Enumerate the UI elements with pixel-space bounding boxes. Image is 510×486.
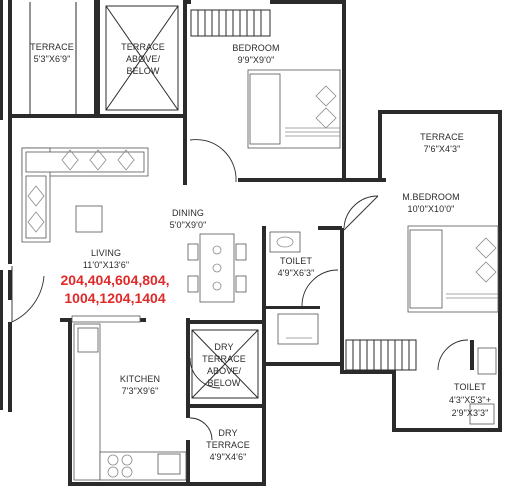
terrace-above-line2: ABOVE/ <box>126 54 161 64</box>
terrace-right-name: TERRACE <box>420 132 464 142</box>
dining-size: 5'0"X9'0" <box>170 220 207 230</box>
bedroom-name: BEDROOM <box>232 43 279 53</box>
dry-terrace-above-line3: ABOVE/ <box>207 366 242 376</box>
terrace-left-name: TERRACE <box>30 42 74 52</box>
dry-terrace-line1: DRY <box>218 428 237 438</box>
dry-terrace-above-line2: TERRACE <box>202 354 246 364</box>
tv-unit <box>71 315 141 323</box>
doors <box>11 139 469 441</box>
toilet-fixtures <box>269 231 497 425</box>
dining-set <box>187 233 247 303</box>
toilet-right-size1: 4'3"X5'3"+ <box>449 395 491 405</box>
sofa <box>21 147 149 243</box>
toilet-right-label: TOILET 4'3"X5'3"+ 2'9"X3'3" <box>449 382 491 418</box>
kitchen-name: KITCHEN <box>120 374 160 384</box>
bedroom-size: 9'9"X9'0" <box>238 55 275 65</box>
toilet-center-size: 4'9"X6'3" <box>278 268 315 278</box>
dining-name: DINING <box>172 208 204 218</box>
kitchen-size: 7'3"X9'6" <box>122 386 159 396</box>
m-bedroom-label: M.BEDROOM 10'0"X10'0" <box>402 192 459 214</box>
terrace-right-size: 7'6"X4'3" <box>424 144 461 154</box>
unit-numbers-line1: 204,404,604,804, <box>61 272 170 288</box>
toilet-center-name: TOILET <box>280 256 312 266</box>
living-label: LIVING 11'0"X13'6" <box>83 248 129 270</box>
terrace-above-line1: TERRACE <box>121 42 165 52</box>
terrace-above-line3: BELOW <box>126 66 159 76</box>
m-bedroom-name: M.BEDROOM <box>402 192 459 202</box>
coffee-table <box>75 205 103 233</box>
living-name: LIVING <box>91 248 121 258</box>
bed <box>247 69 341 149</box>
toilet-center-label: TOILET 4'9"X6'3" <box>278 256 315 278</box>
dining-label: DINING 5'0"X9'0" <box>170 208 207 230</box>
dry-terrace-line3: 4'9"X4'6" <box>210 452 247 462</box>
terrace-right-label: TERRACE 7'6"X4'3" <box>420 132 464 154</box>
m-bedroom-size: 10'0"X10'0" <box>408 204 455 214</box>
unit-numbers: 204,404,604,804, 1004,1204,1404 <box>61 272 170 306</box>
toilet-right-name: TOILET <box>454 382 486 392</box>
dry-terrace-label: DRY TERRACE 4'9"X4'6" <box>206 428 250 462</box>
master-bed <box>407 225 499 313</box>
dry-terrace-line2: TERRACE <box>206 440 250 450</box>
dry-terrace-above-label: DRY TERRACE ABOVE/ BELOW <box>202 342 246 388</box>
living-size: 11'0"X13'6" <box>83 260 129 270</box>
kitchen-counter <box>73 323 187 481</box>
toilet-right-size2: 2'9"X3'3" <box>452 408 489 418</box>
terrace-above-cross <box>105 5 179 111</box>
bedroom-label: BEDROOM 9'9"X9'0" <box>232 43 279 65</box>
terrace-above-label: TERRACE ABOVE/ BELOW <box>121 42 165 76</box>
unit-numbers-line2: 1004,1204,1404 <box>64 290 165 306</box>
terrace-left-size: 5'3"X6'9" <box>34 54 71 64</box>
dry-terrace-above-line1: DRY <box>214 342 233 352</box>
terrace-left-label: TERRACE 5'3"X6'9" <box>30 42 74 64</box>
dry-terrace-above-line4: BELOW <box>207 378 240 388</box>
dry-terrace-above-cross <box>191 329 259 399</box>
railings <box>29 2 417 371</box>
kitchen-label: KITCHEN 7'3"X9'6" <box>120 374 160 396</box>
